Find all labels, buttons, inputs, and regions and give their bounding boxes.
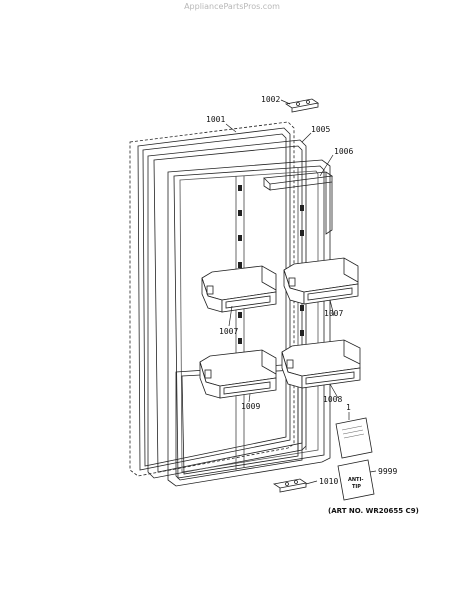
label-1009: 1009	[241, 402, 260, 411]
top-trim-bar	[263, 171, 334, 235]
door-bin-lower-right	[281, 339, 361, 389]
label-1005: 1005	[311, 125, 330, 134]
label-1007-right: 1007	[324, 309, 343, 318]
art-number: (ART NO. WR20655 C9)	[328, 507, 419, 515]
label-1007-left: 1007	[219, 327, 238, 336]
label-1002: 1002	[261, 95, 280, 104]
label-1001: 1001	[206, 115, 225, 124]
label-1008: 1008	[323, 395, 342, 404]
label-9999: 9999	[378, 467, 397, 476]
label-1006: 1006	[334, 147, 353, 156]
literature-booklet	[335, 417, 373, 459]
label-1010: 1010	[319, 477, 338, 486]
label-1: 1	[346, 403, 351, 412]
watermark: AppliancePartsPros.com	[184, 2, 280, 11]
top-hinge-cover	[284, 98, 320, 113]
anti-tip-text-line2: TIP	[352, 484, 361, 490]
door-bin-upper-left	[201, 265, 277, 313]
anti-tip-text-line1: ANTI-	[348, 477, 363, 483]
leader-lines	[225, 99, 377, 485]
door-bin-upper-right	[283, 257, 359, 305]
door-bin-lower-left	[199, 349, 277, 399]
anti-tip-card	[337, 459, 375, 501]
bottom-hinge-cover	[272, 478, 308, 493]
inner-liner	[167, 159, 331, 487]
